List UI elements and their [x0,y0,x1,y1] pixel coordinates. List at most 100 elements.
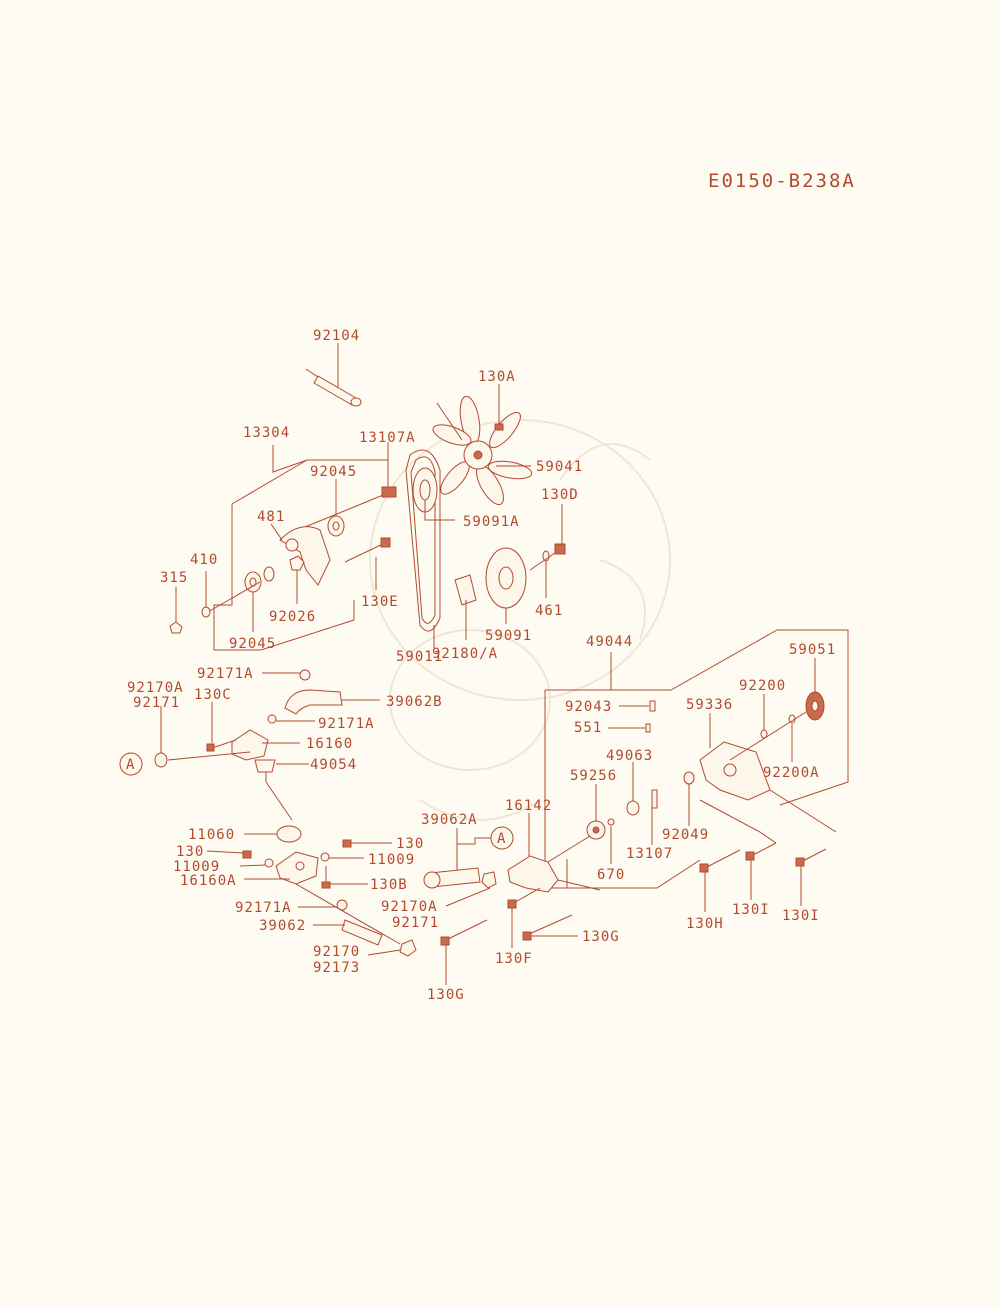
label-16160: 16160 [306,736,353,752]
part-92026-nut [289,555,305,604]
label-49063: 49063 [606,748,653,764]
part-92171A-clamp-lower [267,714,315,724]
part-59051-gear [729,658,825,761]
part-92171A-clamp-upper [262,669,311,681]
part-481-tensioner-arm [270,523,331,586]
label-130I-b: 130I [782,908,820,924]
label-59051: 59051 [789,642,836,658]
label-315: 315 [160,570,188,586]
part-59336-pump-housing [699,713,771,801]
label-92104: 92104 [313,328,360,344]
label-13304: 13304 [243,425,290,441]
part-130-bolt-b [206,850,252,859]
group-outline-49044 [544,629,849,889]
label-130-b: 130 [176,844,204,860]
part-92049-seal [683,771,695,826]
label-92170A-1: 92170A [127,680,184,696]
label-130G-bottom: 130G [427,987,465,1003]
label-16142: 16142 [505,798,552,814]
label-49054: 49054 [310,757,357,773]
label-39062A: 39062A [421,812,478,828]
part-59091A-pulley [412,467,455,521]
label-670: 670 [597,867,625,883]
label-92171-1: 92171 [133,695,180,711]
part-130-bolt-a [342,839,392,848]
ref-marker-A-left: A [119,752,143,776]
part-16142-pump-body [507,813,601,893]
label-92026: 92026 [269,609,316,625]
label-130H: 130H [686,916,724,932]
label-130F: 130F [495,951,533,967]
label-59091: 59091 [485,628,532,644]
label-130I-a: 130I [732,902,770,918]
part-92200-washer [760,694,768,739]
part-130D-bolt [529,504,566,571]
part-59091-pulley-flange [485,547,527,624]
part-16160-housing [231,729,300,761]
part-11060-gasket [244,825,302,843]
label-11009-b: 11009 [368,852,415,868]
label-410: 410 [190,552,218,568]
label-92043: 92043 [565,699,612,715]
label-92170A-2: 92170A [381,899,438,915]
part-92045-bearing-lower [207,566,275,632]
label-92200: 92200 [739,678,786,694]
label-130D: 130D [541,487,579,503]
part-130I-bolt-b [699,789,837,906]
part-11009-gasket-a [239,858,274,868]
part-92104-tube [305,343,362,407]
part-92170-clamp [367,939,417,957]
part-49063-gear [626,762,640,816]
label-92180A: 92180/A [432,646,498,662]
label-130G-right: 130G [582,929,620,945]
part-92180A-spacer [454,574,477,640]
label-39062: 39062 [259,918,306,934]
label-59336: 59336 [686,697,733,713]
ref-marker-A-right-text: A [497,831,506,847]
part-130F-bolt [507,887,541,948]
part-92045-bearing-upper [327,479,345,537]
part-130H-bolt [699,849,741,912]
part-130C-bolt [206,702,237,752]
label-92049: 92049 [662,827,709,843]
label-16160A: 16160A [180,873,237,889]
label-59041: 59041 [536,459,583,475]
label-551: 551 [574,720,602,736]
part-130E-bolt [344,537,391,590]
label-92170: 92170 [313,944,360,960]
label-130-a: 130 [396,836,424,852]
label-59091A: 59091A [463,514,520,530]
label-11009-a: 11009 [173,859,220,875]
diagram-code: E0150-B238A [708,170,856,192]
part-16160A-housing [244,851,319,885]
part-130A-bolt [494,384,504,431]
part-670-seal [607,818,615,864]
label-92045-lower: 92045 [229,636,276,652]
part-130G-bolt-b [522,914,578,941]
part-11009-gasket-b [320,852,364,862]
label-92171-2: 92171 [392,915,439,931]
part-551-pin [608,723,651,733]
part-315-nut [169,587,183,634]
part-59011-belt [405,449,441,648]
label-92173: 92173 [313,960,360,976]
label-92171A-2: 92171A [318,716,375,732]
label-11060: 11060 [188,827,235,843]
ref-marker-A-right: A [490,826,514,850]
part-39062B-hose [284,689,380,715]
part-92171-clamp [154,706,251,768]
part-92170A-clamp [445,871,497,907]
part-39062-hose [313,919,383,946]
label-49044: 49044 [586,634,633,650]
label-92045-upper: 92045 [310,464,357,480]
part-92171A-clamp-bottom [295,883,401,945]
label-59256: 59256 [570,768,617,784]
label-481: 481 [257,509,285,525]
label-59011: 59011 [396,649,443,665]
label-13107A: 13107A [359,430,416,446]
part-130I-bolt-a [745,842,777,900]
part-labels: 92104 130 A 13304 13107A 59041 92045 130D… [127,328,836,1003]
label-130E: 130E [361,594,399,610]
